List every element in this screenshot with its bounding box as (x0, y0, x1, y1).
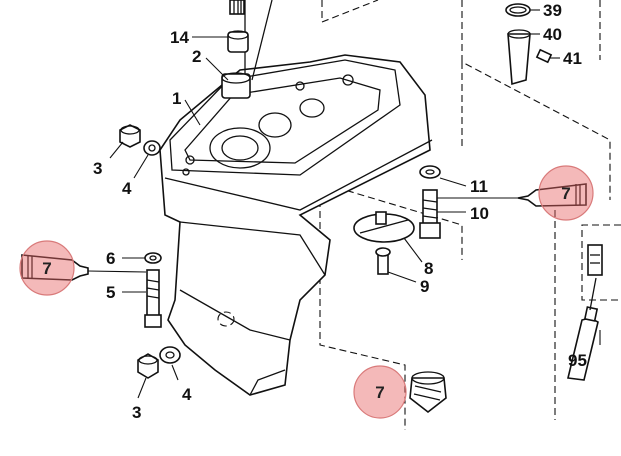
grease-tube-left (21, 254, 89, 281)
leader-lines (87, 9, 601, 399)
plate-part-8 (353, 211, 415, 243)
label-part-6: 6 (106, 249, 115, 268)
bolt-part-5 (144, 269, 162, 328)
badge-7-left-text: 7 (42, 259, 51, 278)
label-part-11: 11 (470, 177, 488, 196)
label-part-4-bottom: 4 (182, 385, 192, 404)
badge-7-right-text: 7 (561, 184, 570, 203)
label-part-41: 41 (563, 49, 582, 68)
label-part-4-top: 4 (122, 179, 132, 198)
bearing-part-2 (221, 72, 251, 99)
dashed-callout-box (581, 224, 621, 301)
badge-7-right: 7 (538, 165, 594, 221)
label-part-10: 10 (470, 204, 489, 223)
washer-part-11 (419, 165, 441, 179)
bushing-part-14 (227, 30, 249, 53)
label-part-40: 40 (543, 25, 562, 44)
label-part-2: 2 (192, 47, 201, 66)
spline-shaft-end (229, 0, 245, 15)
badge-7-left: 7 (19, 240, 75, 296)
pinion-gear (409, 371, 447, 414)
part-labels: 14 2 1 3 4 6 5 4 3 39 40 41 11 10 8 9 95 (93, 1, 587, 422)
washer-part-6 (144, 252, 162, 264)
screw-part-9 (375, 247, 391, 275)
label-part-8: 8 (424, 259, 433, 278)
label-part-3-top: 3 (93, 159, 102, 178)
label-part-1: 1 (172, 89, 181, 108)
badge-7-bottom: 7 (353, 365, 407, 419)
grease-tube-part-95 (567, 277, 599, 381)
grease-tube-right (517, 183, 587, 207)
bolt-part-10 (419, 189, 441, 239)
plug-part-41 (535, 48, 553, 64)
label-part-95: 95 (568, 351, 587, 370)
label-part-9: 9 (420, 277, 429, 296)
o-ring-part-39 (505, 3, 531, 17)
badge-7-bottom-text: 7 (375, 383, 384, 402)
shaft-leader-line (251, 0, 273, 81)
washer-part-4-bottom (159, 346, 181, 364)
label-part-39: 39 (543, 1, 562, 20)
fitting-part-3-top (119, 124, 141, 148)
fitting-part-3-bottom (137, 353, 159, 379)
gearcase-housing (159, 54, 433, 396)
label-part-14: 14 (170, 28, 189, 47)
label-part-3-bottom: 3 (132, 403, 141, 422)
label-part-5: 5 (106, 283, 115, 302)
washer-part-4-top (143, 140, 161, 156)
tube-part-40 (507, 29, 531, 86)
